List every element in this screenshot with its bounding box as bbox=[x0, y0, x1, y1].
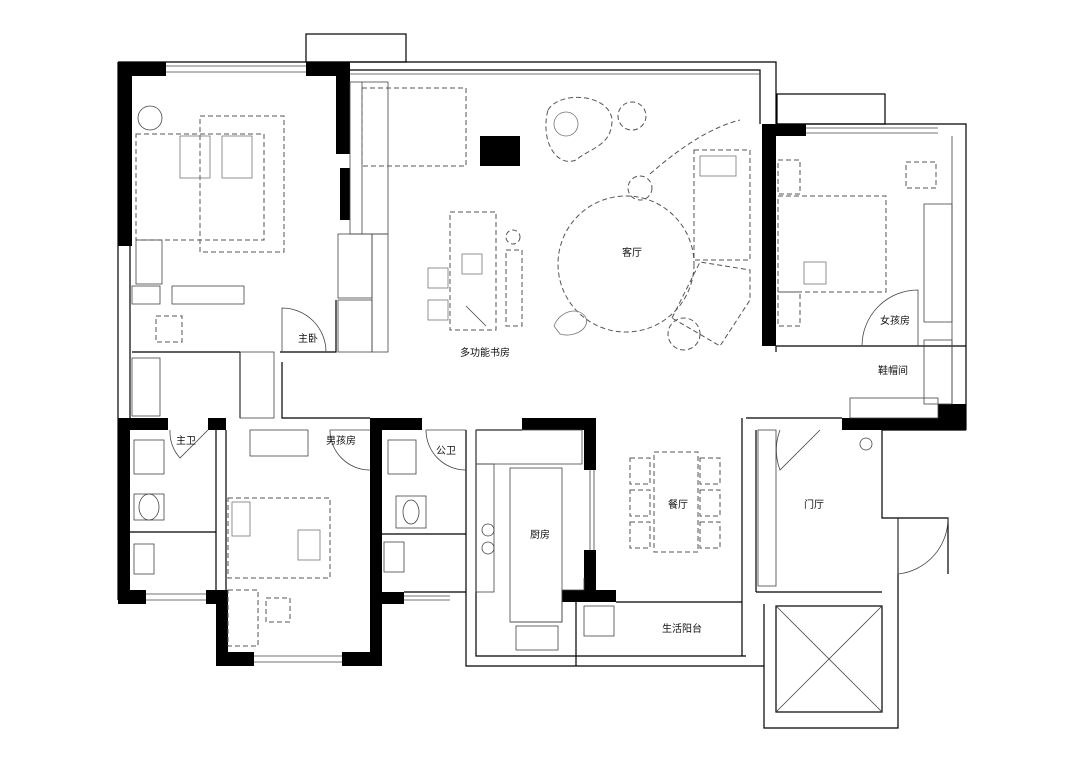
label-multi-study: 多功能书房 bbox=[460, 346, 510, 359]
bathroom-fixtures bbox=[133, 439, 427, 575]
exterior-outline bbox=[117, 33, 967, 729]
master-bedroom-furniture bbox=[131, 105, 285, 343]
label-dining-room: 餐厅 bbox=[668, 498, 688, 511]
label-public-bath: 公卫 bbox=[436, 446, 456, 457]
label-living-room: 客厅 bbox=[622, 246, 642, 259]
wardrobes bbox=[131, 81, 953, 457]
study-furniture bbox=[361, 87, 523, 331]
dining-furniture bbox=[629, 451, 721, 553]
kitchen-fixtures bbox=[475, 429, 615, 651]
living-room-furniture bbox=[545, 96, 751, 351]
walls bbox=[118, 62, 966, 666]
label-foyer: 门厅 bbox=[804, 498, 824, 511]
window-marks bbox=[146, 65, 953, 663]
label-master-bedroom: 主卧 bbox=[298, 332, 318, 345]
label-shoe-closet: 鞋帽间 bbox=[878, 364, 908, 377]
room-labels: 主卧 主卫 男孩房 公卫 多功能书房 客厅 女孩房 鞋帽间 厨房 餐厅 门厅 生… bbox=[176, 246, 910, 635]
label-service-balcony: 生活阳台 bbox=[662, 622, 702, 635]
foyer-fixtures bbox=[757, 429, 873, 587]
label-boys-room: 男孩房 bbox=[326, 434, 356, 447]
girls-room-furniture bbox=[777, 159, 937, 327]
label-kitchen: 厨房 bbox=[530, 528, 550, 541]
label-girls-room: 女孩房 bbox=[880, 314, 910, 327]
label-master-bath: 主卫 bbox=[176, 435, 196, 447]
boys-room-furniture bbox=[227, 497, 331, 647]
